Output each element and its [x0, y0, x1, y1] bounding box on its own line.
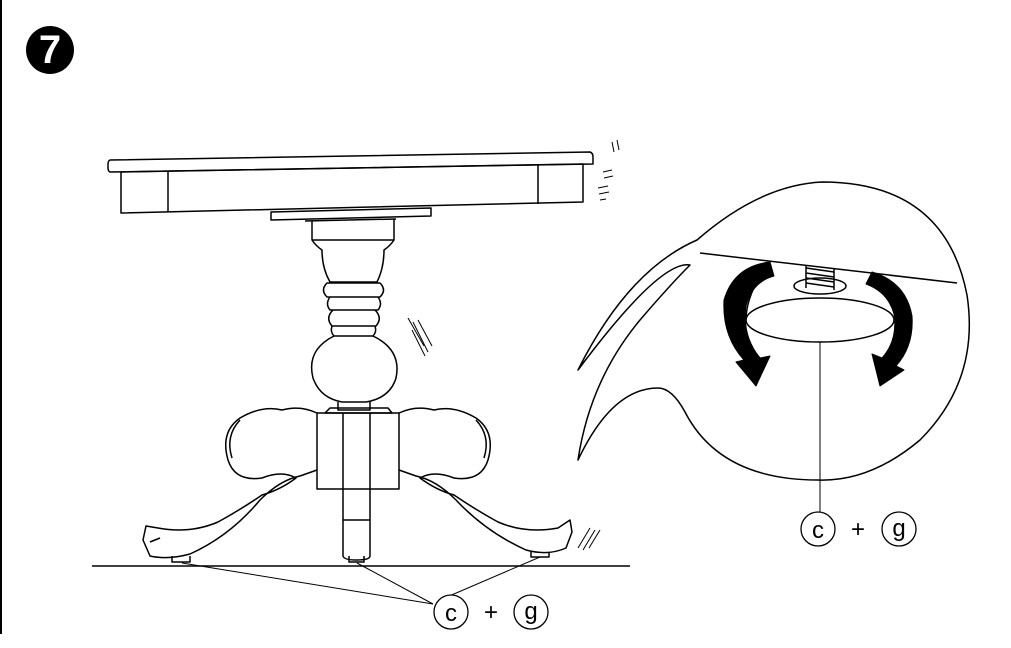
callout-detail-plus: + — [851, 516, 865, 543]
callout-main: c + g — [433, 594, 549, 630]
callout-main-part2: g — [524, 598, 537, 625]
callout-detail-part1: c — [812, 517, 824, 544]
wobble-lines-foot — [577, 527, 601, 551]
callout-main-plus: + — [484, 599, 498, 626]
step-number-badge: 7 — [26, 26, 74, 74]
callout-detail: c + g — [800, 511, 917, 547]
detail-magnifier — [577, 181, 971, 512]
pedestal-base — [142, 407, 573, 563]
rotate-arrow-left-icon — [723, 261, 775, 387]
page-border — [0, 0, 2, 634]
leader-lines-main — [181, 556, 541, 605]
wobble-lines-top — [597, 139, 620, 201]
callout-main-part1: c — [445, 600, 457, 627]
table-top — [107, 151, 594, 222]
pedestal-column — [310, 219, 398, 411]
threaded-bolt-icon — [793, 266, 847, 295]
rotate-arrow-right-icon — [865, 271, 913, 387]
callout-detail-part2: g — [892, 515, 905, 542]
wobble-lines-column — [407, 317, 433, 357]
